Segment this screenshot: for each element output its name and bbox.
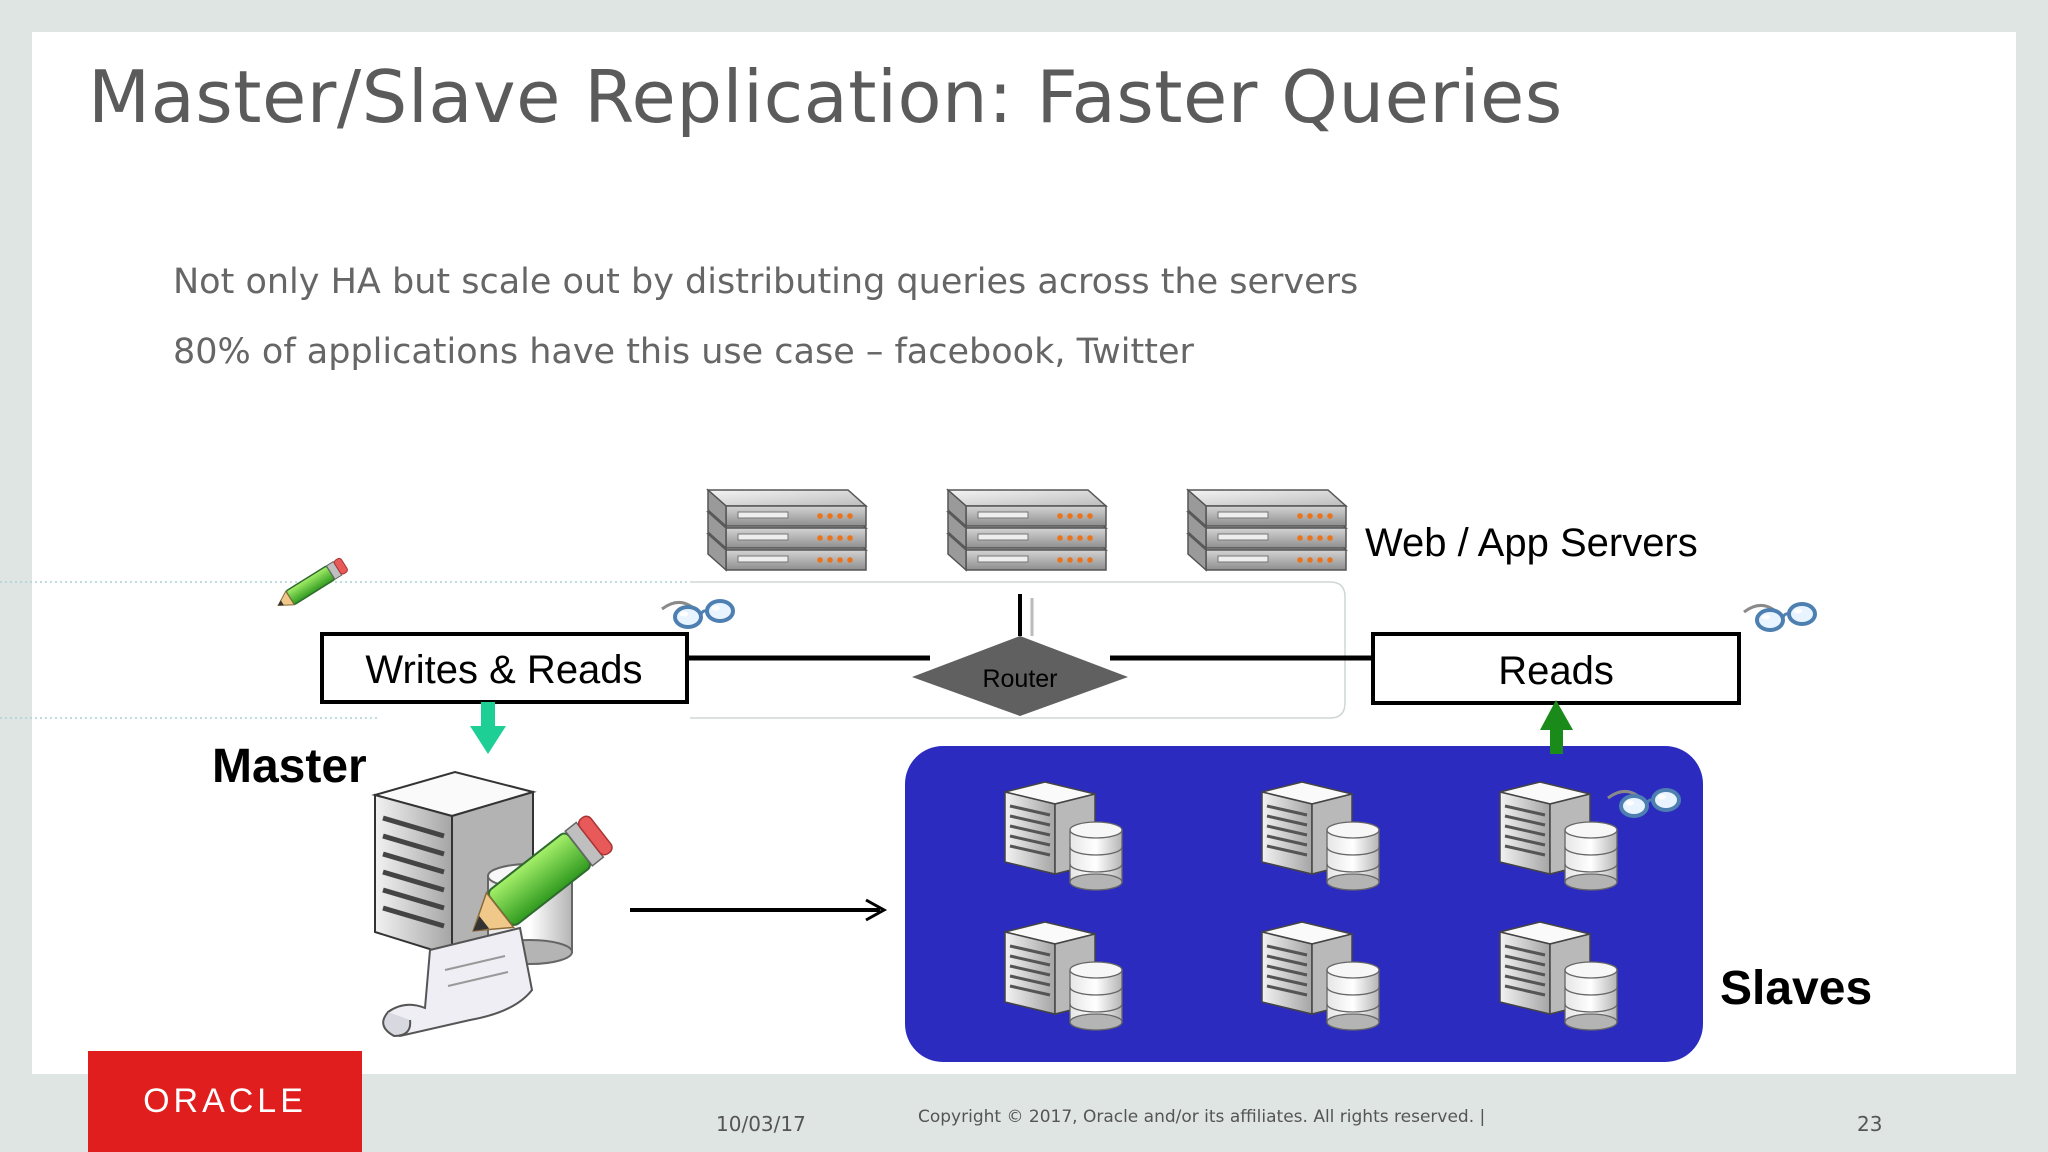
web-servers-outline [690, 581, 1346, 719]
writes-reads-label: Writes & Reads [365, 648, 642, 692]
reads-label: Reads [1498, 649, 1614, 693]
write-arrow-shaft [481, 702, 495, 728]
reads-box [1371, 632, 1741, 705]
pencil-icon [273, 556, 350, 613]
slaves-label: Slaves [1720, 962, 1872, 1015]
master-pencil-icon [472, 815, 613, 932]
glasses-icon-writes [660, 599, 735, 629]
footer-page-number: 23 [1857, 1112, 1883, 1136]
router-shape [912, 636, 1128, 716]
web-app-servers-label: Web / App Servers [1365, 521, 1698, 565]
master-label: Master [212, 740, 367, 793]
writes-reads-box [320, 632, 689, 704]
web-server-1 [708, 490, 866, 570]
footer-date: 10/03/17 [716, 1112, 806, 1136]
bullet-2: 80% of applications have this use case –… [173, 332, 1194, 372]
read-arrow-shaft [1550, 726, 1563, 754]
web-server-3 [1188, 490, 1346, 570]
oracle-logo: ORACLE [88, 1051, 362, 1152]
write-arrow-head [470, 726, 506, 754]
footer-copyright: Copyright © 2017, Oracle and/or its affi… [918, 1107, 1486, 1127]
replication-arrow-head [865, 898, 888, 922]
slide-title: Master/Slave Replication: Faster Queries [88, 55, 1563, 139]
router-label: Router [982, 665, 1057, 693]
log-scroll-icon [382, 926, 534, 1038]
glasses-icon-reads [1742, 602, 1817, 632]
oracle-logo-text: ORACLE [143, 1082, 307, 1120]
web-server-2 [948, 490, 1106, 570]
bullet-1: Not only HA but scale out by distributin… [173, 262, 1359, 302]
read-arrow-head [1540, 700, 1573, 730]
